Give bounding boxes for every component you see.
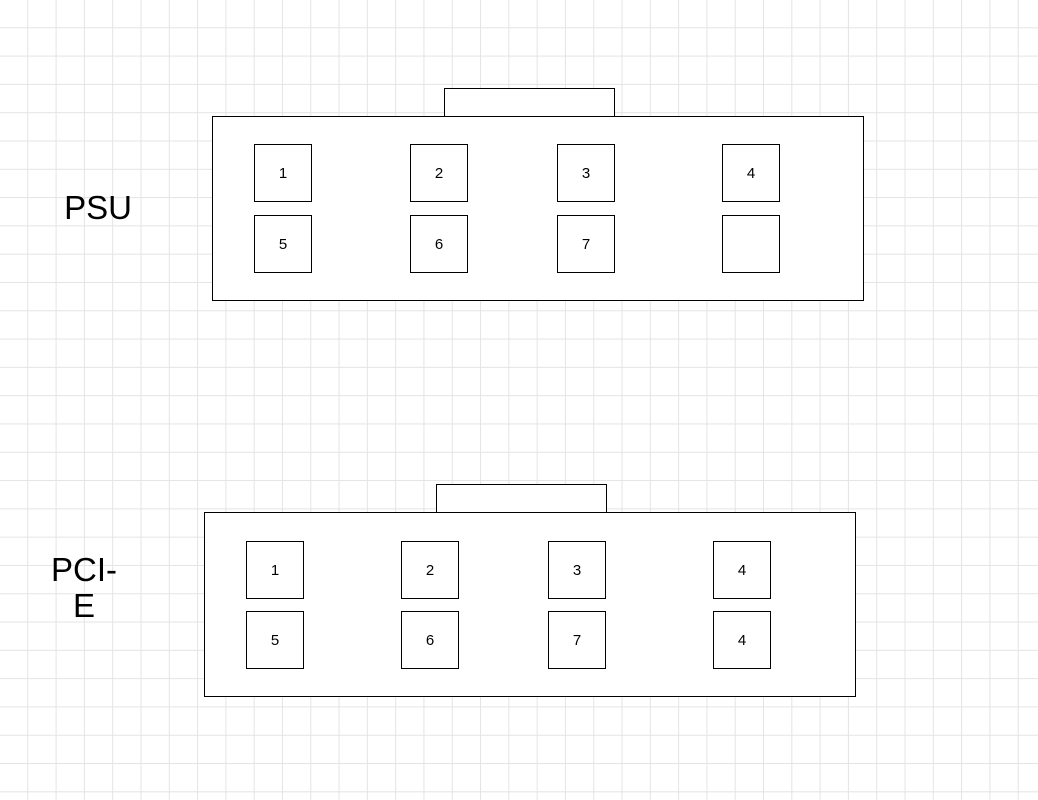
pcie-pin-7: 7	[548, 611, 606, 669]
psu-pin-7: 7	[557, 215, 615, 273]
psu-pin-8	[722, 215, 780, 273]
psu-pin-1: 1	[254, 144, 312, 202]
pcie-pin-4: 4	[713, 541, 771, 599]
pcie-pin-6: 6	[401, 611, 459, 669]
pcie-pin-5: 5	[246, 611, 304, 669]
pcie-connector-label: PCI- E	[51, 551, 117, 624]
psu-pin-3: 3	[557, 144, 615, 202]
pcie-pin-1: 1	[246, 541, 304, 599]
psu-pin-2: 2	[410, 144, 468, 202]
psu-pin-4: 4	[722, 144, 780, 202]
psu-connector-latch	[444, 88, 615, 118]
pcie-pin-8: 4	[713, 611, 771, 669]
psu-connector-label: PSU	[64, 189, 132, 226]
psu-pin-6: 6	[410, 215, 468, 273]
pcie-connector-latch	[436, 484, 607, 514]
psu-pin-5: 5	[254, 215, 312, 273]
pcie-pin-3: 3	[548, 541, 606, 599]
pcie-pin-2: 2	[401, 541, 459, 599]
pcie-connector-housing	[204, 512, 856, 697]
